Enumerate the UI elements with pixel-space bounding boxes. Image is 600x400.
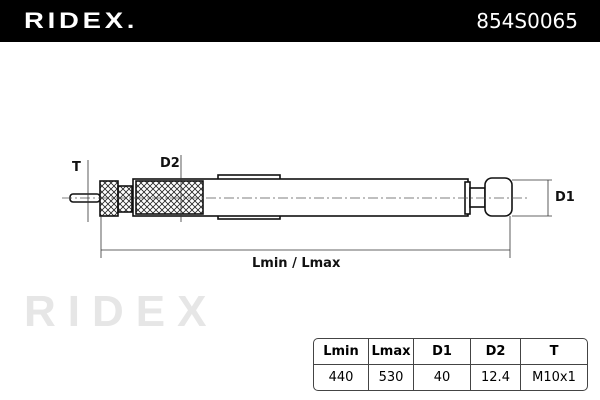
brand-logo: RIDEX. <box>24 8 139 33</box>
mounting-eye <box>484 177 513 217</box>
value-d1: 40 <box>414 365 471 390</box>
value-d2: 12.4 <box>471 365 521 390</box>
bump-stop <box>135 180 204 215</box>
part-number: 854S0065 <box>476 9 578 33</box>
specs-value-row: 440 530 40 12.4 M10x1 <box>314 365 587 390</box>
specs-header-row: Lmin Lmax D1 D2 T <box>314 339 587 365</box>
washer <box>117 185 133 213</box>
header-d1: D1 <box>414 339 471 365</box>
eye-neck <box>469 187 486 208</box>
specs-table: Lmin Lmax D1 D2 T 440 530 40 12.4 M10x1 <box>313 338 588 391</box>
header-lmin: Lmin <box>314 339 369 365</box>
value-t: M10x1 <box>532 370 576 385</box>
value-lmax: 530 <box>369 365 414 390</box>
header-t: T <box>521 339 587 365</box>
value-lmin: 440 <box>314 365 369 390</box>
header-bar: RIDEX. 854S0065 <box>0 0 600 42</box>
length-label: Lmin / Lmax <box>252 256 341 271</box>
header-lmax: Lmax <box>369 339 414 365</box>
watermark-logo: RIDEX <box>24 287 219 336</box>
nut <box>99 180 119 217</box>
header-d2: D2 <box>471 339 521 365</box>
d1-label: D1 <box>555 190 575 205</box>
t-label: T <box>72 160 81 175</box>
d2-label: D2 <box>160 156 180 171</box>
